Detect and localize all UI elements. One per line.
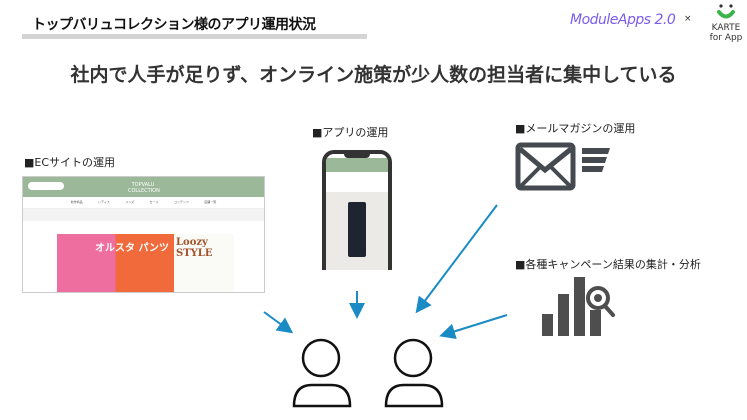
slide-title: トップバリュコレクション様のアプリ運用状況 — [32, 17, 316, 33]
app-header — [326, 158, 388, 172]
ec-site-screenshot: TOPVALU COLLECTION 新作商品 レディス メンズ セール コンテ… — [22, 176, 265, 293]
logo-separator: × — [684, 14, 692, 24]
arrow-mail — [415, 204, 498, 314]
person-icon-1 — [292, 338, 352, 408]
site-nav: 新作商品 レディス メンズ セール コンテンツ 店舗一覧 — [23, 197, 264, 209]
mail-icon — [515, 142, 576, 191]
app-label: ■アプリの運用 — [312, 126, 389, 139]
ec-label: ■ECサイトの運用 — [24, 156, 116, 169]
karte-logo: KARTE for App — [706, 2, 746, 43]
karte-subtext: for App — [709, 33, 743, 43]
product-image — [326, 192, 388, 270]
karte-smile-icon — [717, 4, 735, 19]
arrow-ec — [263, 311, 294, 334]
analysis-label: ■各種キャンペーン結果の集計・分析 — [515, 258, 701, 271]
karte-text: KARTE — [711, 23, 741, 33]
nav-item: 新作商品 — [70, 200, 83, 204]
mail-lines-icon — [582, 148, 610, 172]
nav-item: セール — [149, 200, 159, 204]
nav-item: 店舗一覧 — [204, 200, 217, 204]
hero-text: オルスタ パンツ — [95, 243, 169, 254]
nav-item: コンテンツ — [173, 200, 189, 204]
site-notice — [23, 209, 264, 221]
title-underline — [22, 34, 367, 39]
moduleapps-logo: ModuleApps 2.0 — [570, 12, 676, 28]
hero-banner: オルスタ パンツ — [57, 234, 174, 292]
analysis-chart-icon — [542, 277, 615, 336]
search-bar — [28, 182, 64, 190]
nav-item: レディス — [98, 200, 110, 204]
app-phone-screenshot — [322, 150, 392, 270]
mail-label: ■メールマガジンの運用 — [515, 122, 636, 135]
phone-notch — [344, 154, 370, 158]
hero2-text: Loozy STYLE — [176, 237, 213, 259]
site-brand: TOPVALU COLLECTION — [128, 182, 160, 194]
hero-banner-2: Loozy STYLE — [174, 234, 234, 292]
headline: 社内で人手が足りず、オンライン施策が少人数の担当者に集中している — [70, 64, 677, 86]
person-icon-2 — [384, 338, 444, 408]
arrow-analysis — [439, 314, 508, 340]
nav-item: メンズ — [125, 200, 135, 204]
